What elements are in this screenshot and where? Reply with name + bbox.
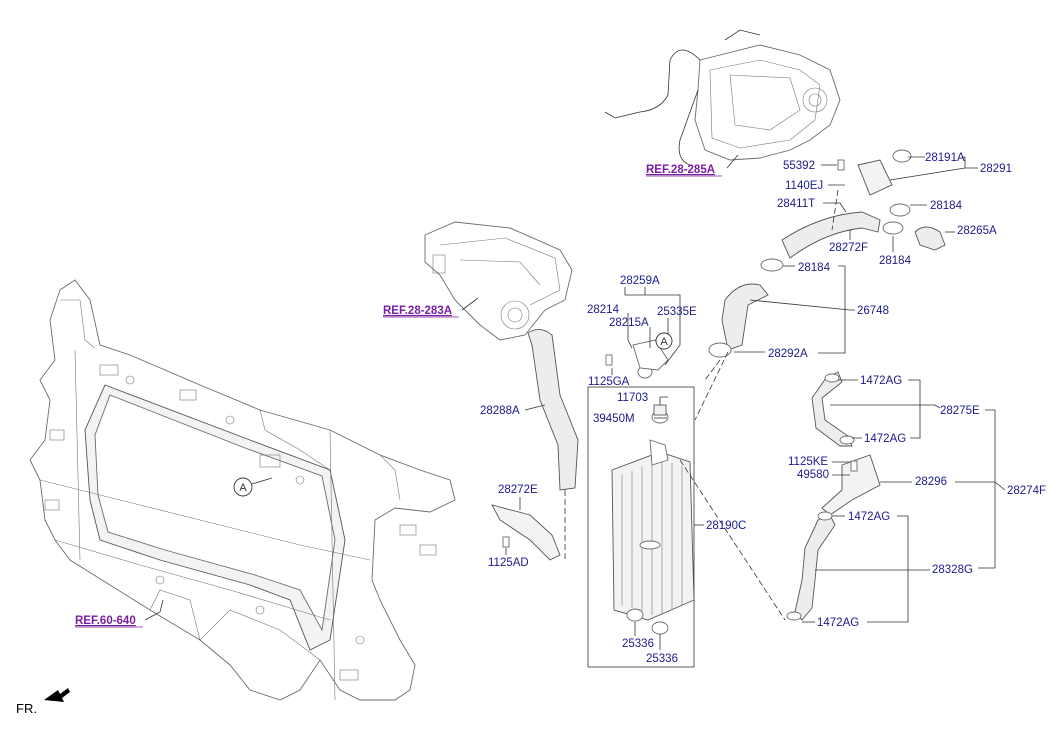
- label-28184-right[interactable]: 28184: [930, 200, 963, 212]
- bolt-1125GA: [605, 354, 613, 366]
- label-26748[interactable]: 26748: [857, 305, 889, 317]
- ref-link-28-285A[interactable]: REF.28-285A: [646, 164, 715, 176]
- clamp-1472AG-c: [817, 511, 833, 521]
- pipe-28296: [821, 454, 881, 516]
- label-28184-lower[interactable]: 28184: [879, 255, 912, 267]
- clamps-and-fasteners: [502, 149, 912, 621]
- clamp-1472AG-b: [839, 435, 855, 445]
- label-28184-mid[interactable]: 28184: [798, 262, 831, 274]
- intake-manifold: [424, 221, 573, 341]
- leader-lines: [144, 154, 1006, 650]
- connection-lines: [564, 189, 839, 621]
- label-28214[interactable]: 28214: [587, 304, 620, 316]
- hose-28328G: [794, 514, 836, 621]
- label-55392[interactable]: 55392: [783, 160, 815, 172]
- label-28190C[interactable]: 28190C: [706, 520, 746, 532]
- ref-link-28-283A[interactable]: REF.28-283A: [383, 305, 452, 317]
- label-28288A[interactable]: 28288A: [480, 405, 520, 417]
- ref-link-60-640[interactable]: REF.60-640: [75, 615, 136, 627]
- label-25336-b[interactable]: 25336: [646, 653, 678, 665]
- clamp-1472AG-d: [786, 611, 802, 621]
- clamp-28292A: [708, 342, 732, 358]
- label-49580[interactable]: 49580: [797, 469, 829, 481]
- label-28274F[interactable]: 28274F: [1007, 485, 1046, 497]
- bolt-1125KE: [850, 460, 858, 472]
- hose-28265A: [914, 226, 946, 251]
- turbocharger-assembly: [604, 29, 841, 166]
- hose-28275E: [811, 371, 853, 447]
- label-28296[interactable]: 28296: [915, 476, 947, 488]
- label-28275E[interactable]: 28275E: [940, 405, 980, 417]
- heat-shield-28272E: [491, 504, 561, 561]
- pipe-28272F: [781, 211, 881, 259]
- label-25336-a[interactable]: 25336: [622, 638, 654, 650]
- label-1140EJ[interactable]: 1140EJ: [785, 180, 823, 192]
- label-11703[interactable]: 11703: [617, 392, 648, 404]
- label-28291[interactable]: 28291: [980, 163, 1012, 175]
- label-28265A[interactable]: 28265A: [957, 225, 997, 237]
- hose-28288A: [527, 329, 579, 491]
- clamp-1472AG-a: [824, 373, 840, 383]
- circle-marker-a-frame-text: A: [239, 482, 247, 494]
- intercooler: [587, 365, 695, 668]
- label-28411T[interactable]: 28411T: [777, 198, 815, 210]
- pipe-28291: [857, 159, 893, 196]
- circle-marker-a-frame: [233, 477, 253, 497]
- hoses: [491, 159, 946, 621]
- label-1125GA[interactable]: 1125GA: [588, 376, 630, 388]
- label-28259A[interactable]: 28259A: [620, 275, 660, 287]
- label-25335E[interactable]: 25335E: [657, 306, 697, 318]
- bolt-55392: [837, 159, 845, 171]
- label-28191A[interactable]: 28191A: [925, 152, 965, 164]
- circle-marker-a-intercooler: [655, 332, 673, 350]
- label-1125KE[interactable]: 1125KE: [788, 456, 828, 468]
- label-1472AG-b[interactable]: 1472AG: [864, 433, 906, 445]
- gasket-28191A: [892, 149, 912, 163]
- label-1125AD[interactable]: 1125AD: [488, 557, 529, 569]
- label-28215A[interactable]: 28215A: [609, 317, 649, 329]
- front-indicator-label: FR.: [16, 701, 37, 716]
- bolt-1125AD: [502, 536, 510, 548]
- hose-26748: [721, 283, 769, 351]
- label-28272E[interactable]: 28272E: [498, 484, 538, 496]
- label-1472AG-c[interactable]: 1472AG: [848, 511, 890, 523]
- circle-marker-a-intercooler-text: A: [660, 336, 668, 348]
- intercooler-callout-box: [587, 386, 695, 668]
- label-28328G[interactable]: 28328G: [932, 564, 973, 576]
- clamp-28184-b: [882, 221, 904, 235]
- front-indicator: FR.: [16, 688, 70, 716]
- label-28272F[interactable]: 28272F: [829, 242, 868, 254]
- label-28292A[interactable]: 28292A: [768, 348, 808, 360]
- part-labels: 28191A 28291 55392 1140EJ 28411T 28184 2…: [480, 152, 1046, 665]
- front-arrow-icon: [44, 688, 70, 702]
- label-1472AG-d[interactable]: 1472AG: [817, 617, 859, 629]
- clamp-28184-c: [760, 258, 784, 272]
- clamp-28184-a: [889, 203, 911, 217]
- reference-links: REF.28-285A REF.28-283A REF.60-640: [75, 164, 722, 628]
- label-1472AG-a[interactable]: 1472AG: [860, 375, 902, 387]
- label-39450M[interactable]: 39450M: [593, 413, 635, 425]
